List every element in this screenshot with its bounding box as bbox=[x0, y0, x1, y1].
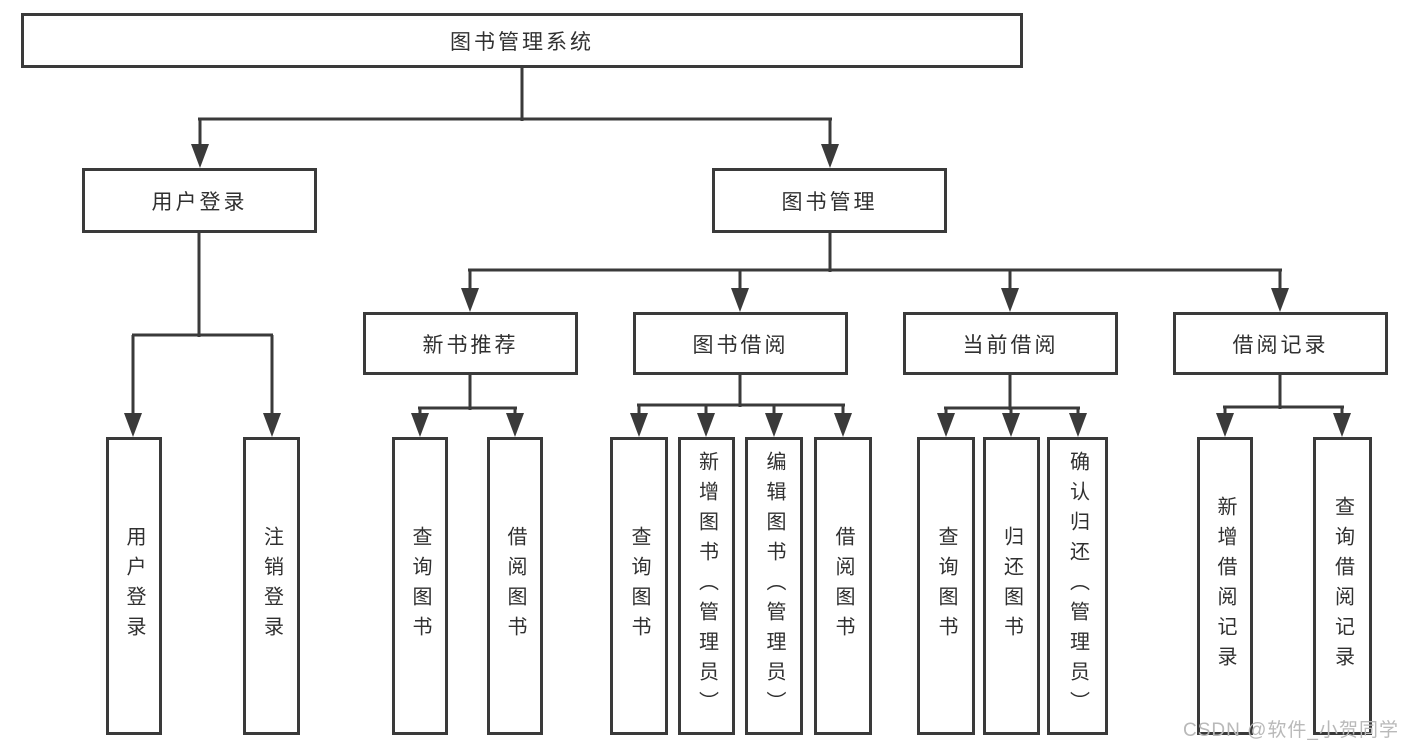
leaf-nbr-query-book: 查询图书 bbox=[392, 437, 448, 735]
leaf-br-add-record: 新增借阅记录 bbox=[1197, 437, 1253, 735]
leaf-br-query-record: 查询借阅记录 bbox=[1313, 437, 1372, 735]
leaf-label: 查询图书 bbox=[409, 526, 431, 646]
leaf-label: 用户登录 bbox=[123, 526, 145, 646]
node-current-borrowing: 当前借阅 bbox=[903, 312, 1118, 375]
leaf-bb-add-book-admin: 新增图书（管理员） bbox=[678, 437, 735, 735]
node-book-management: 图书管理 bbox=[712, 168, 947, 233]
leaf-label: 查询图书 bbox=[628, 526, 650, 646]
leaf-bb-edit-book-admin: 编辑图书（管理员） bbox=[745, 437, 803, 735]
leaf-label: 归还图书 bbox=[1000, 526, 1023, 646]
arrow-icon bbox=[821, 119, 839, 168]
leaf-bb-query-book: 查询图书 bbox=[610, 437, 668, 735]
leaf-label: 注销登录 bbox=[260, 526, 283, 646]
leaf-cb-query-book: 查询图书 bbox=[917, 437, 975, 735]
leaf-label: 新增借阅记录 bbox=[1214, 496, 1236, 676]
leaf-user-login: 用户登录 bbox=[106, 437, 162, 735]
arrow-icon bbox=[937, 408, 955, 437]
leaf-cb-return-book: 归还图书 bbox=[983, 437, 1040, 735]
arrow-icon bbox=[1333, 407, 1351, 437]
leaf-bb-borrow-book: 借阅图书 bbox=[814, 437, 872, 735]
node-borrowing-records: 借阅记录 bbox=[1173, 312, 1388, 375]
leaf-logout: 注销登录 bbox=[243, 437, 300, 735]
arrow-icon bbox=[1001, 270, 1019, 312]
arrow-icon bbox=[191, 119, 209, 168]
leaf-label: 新增图书（管理员） bbox=[695, 451, 718, 721]
arrow-icon bbox=[506, 408, 524, 437]
arrow-icon bbox=[411, 408, 429, 437]
arrow-icon bbox=[124, 335, 142, 437]
arrow-icon bbox=[731, 270, 749, 312]
leaf-label: 查询图书 bbox=[935, 526, 957, 646]
arrow-icon bbox=[1216, 407, 1234, 437]
leaf-nbr-borrow-book: 借阅图书 bbox=[487, 437, 543, 735]
node-new-book-recommend: 新书推荐 bbox=[363, 312, 578, 375]
arrow-icon bbox=[834, 405, 852, 437]
arrow-icon bbox=[1002, 408, 1020, 437]
arrow-icon bbox=[697, 405, 715, 437]
node-user-login: 用户登录 bbox=[82, 168, 317, 233]
leaf-label: 确认归还（管理员） bbox=[1066, 451, 1089, 721]
leaf-label: 借阅图书 bbox=[504, 526, 526, 646]
arrow-icon bbox=[461, 270, 479, 312]
arrow-icon bbox=[630, 405, 648, 437]
watermark: CSDN @软件_小贺同学 bbox=[1183, 720, 1399, 741]
node-book-borrowing: 图书借阅 bbox=[633, 312, 848, 375]
leaf-cb-confirm-return-admin: 确认归还（管理员） bbox=[1047, 437, 1108, 735]
arrow-icon bbox=[765, 405, 783, 437]
node-root: 图书管理系统 bbox=[21, 13, 1023, 68]
arrow-icon bbox=[1069, 408, 1087, 437]
arrow-icon bbox=[1271, 270, 1289, 312]
leaf-label: 编辑图书（管理员） bbox=[763, 451, 785, 721]
arrow-icon bbox=[263, 335, 281, 437]
leaf-label: 借阅图书 bbox=[832, 526, 854, 646]
leaf-label: 查询借阅记录 bbox=[1331, 496, 1354, 676]
